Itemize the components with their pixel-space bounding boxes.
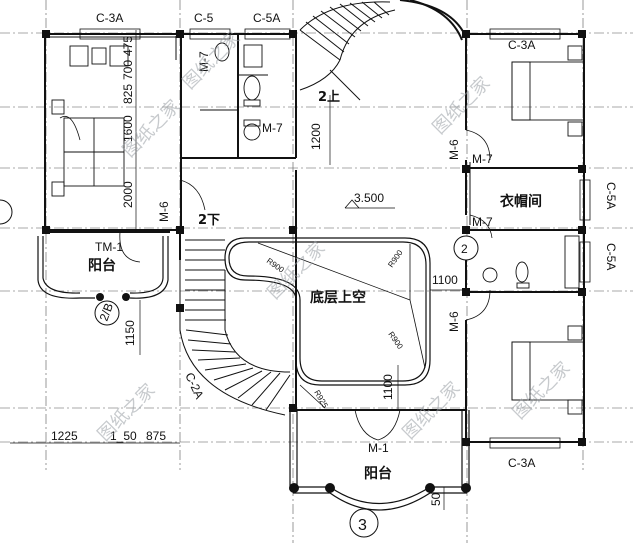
stair-up-label: 2上 (318, 90, 340, 105)
dim-700: 700 (121, 60, 135, 80)
columns (42, 30, 586, 493)
room-label-balcony-bottom: 阳台 (364, 465, 392, 482)
room-label-void: 底层上空 (310, 289, 366, 306)
room-label-balcony-left: 阳台 (88, 257, 116, 274)
door-label-m7-a: M-7 (197, 51, 211, 72)
dim-2000: 2000 (121, 181, 135, 208)
stair-down (179, 232, 291, 416)
axis-marker-text: 2/B 2 3 (97, 242, 468, 534)
door-label-m7-b: M-7 (262, 121, 283, 135)
radius-leaders (257, 242, 426, 409)
window-label-c5a-right-1: C-5A (604, 182, 618, 209)
watermark-7: 图纸之家 (509, 358, 575, 424)
radius-r3: R900 (386, 330, 405, 351)
watermark-6: 图纸之家 (179, 28, 245, 94)
dimension-text: 475 700 825 1600 2000 1200 1100 1150 110… (51, 36, 458, 506)
axis-marker-circles (0, 199, 479, 538)
door-swings (59, 115, 493, 441)
dim-1-50: 1_50 (110, 429, 137, 443)
door-label-m6-left: M-6 (157, 201, 171, 222)
door-label-m6-upper: M-6 (447, 139, 461, 160)
void-opening (224, 237, 431, 386)
door-label-m1: M-1 (368, 441, 389, 455)
watermark-3: 图纸之家 (429, 73, 495, 139)
dimension-lines (10, 30, 466, 510)
door-label-c2a: C-2A (182, 370, 206, 401)
window-label-c3a-top-left: C-3A (96, 11, 123, 25)
walls (44, 33, 585, 443)
stair-down-label: 2下 (198, 213, 220, 228)
dim-1600: 1600 (121, 115, 135, 142)
stair-up (299, 1, 396, 101)
balcony-left-outline (37, 236, 169, 299)
windows (79, 28, 591, 449)
door-label-m7-c: M-7 (472, 152, 493, 166)
door-label-m6-right: M-6 (447, 311, 461, 332)
dim-475: 475 (121, 36, 135, 56)
furniture (51, 42, 585, 415)
window-label-c5a-right-2: C-5A (604, 243, 618, 270)
stair-labels: 2上 2下 (198, 90, 340, 228)
axis-label-2b: 2/B (97, 301, 116, 323)
door-label-tm1: TM-1 (95, 240, 123, 254)
door-labels: M-7 M-7 M-6 M-7 M-7 M-6 M-6 TM-1 M-1 C-2… (95, 51, 493, 455)
elevation-label: 3.500 (354, 191, 384, 205)
dim-50: 50 (429, 492, 443, 506)
dim-1100-right: 1100 (432, 273, 458, 287)
window-label-c5a-top: C-5A (253, 11, 280, 25)
dim-825: 825 (121, 84, 135, 104)
window-label-c5-top: C-5 (194, 11, 214, 25)
radius-r2: R900 (386, 248, 405, 269)
dim-1225: 1225 (51, 429, 78, 443)
dim-875: 875 (146, 429, 166, 443)
axis-label-2: 2 (461, 242, 468, 256)
room-labels: 阳台 底层上空 衣帽间 阳台 (88, 193, 542, 482)
dim-1100-bottom: 1100 (381, 374, 395, 400)
window-label-c3a-bottom-right: C-3A (508, 456, 535, 470)
tower-curve (399, 0, 466, 41)
elevation-marker (344, 199, 395, 209)
window-labels: C-3A C-5 C-5A C-3A C-5A C-5A C-3A (96, 11, 618, 470)
radius-r4: R925 (312, 389, 330, 411)
room-label-cloakroom: 衣帽间 (500, 193, 542, 210)
door-label-m7-d: M-7 (472, 215, 493, 229)
window-label-c3a-top-right: C-3A (508, 38, 535, 52)
dim-1200: 1200 (309, 123, 323, 150)
axis-label-3: 3 (358, 517, 367, 534)
dim-1150: 1150 (123, 320, 137, 346)
